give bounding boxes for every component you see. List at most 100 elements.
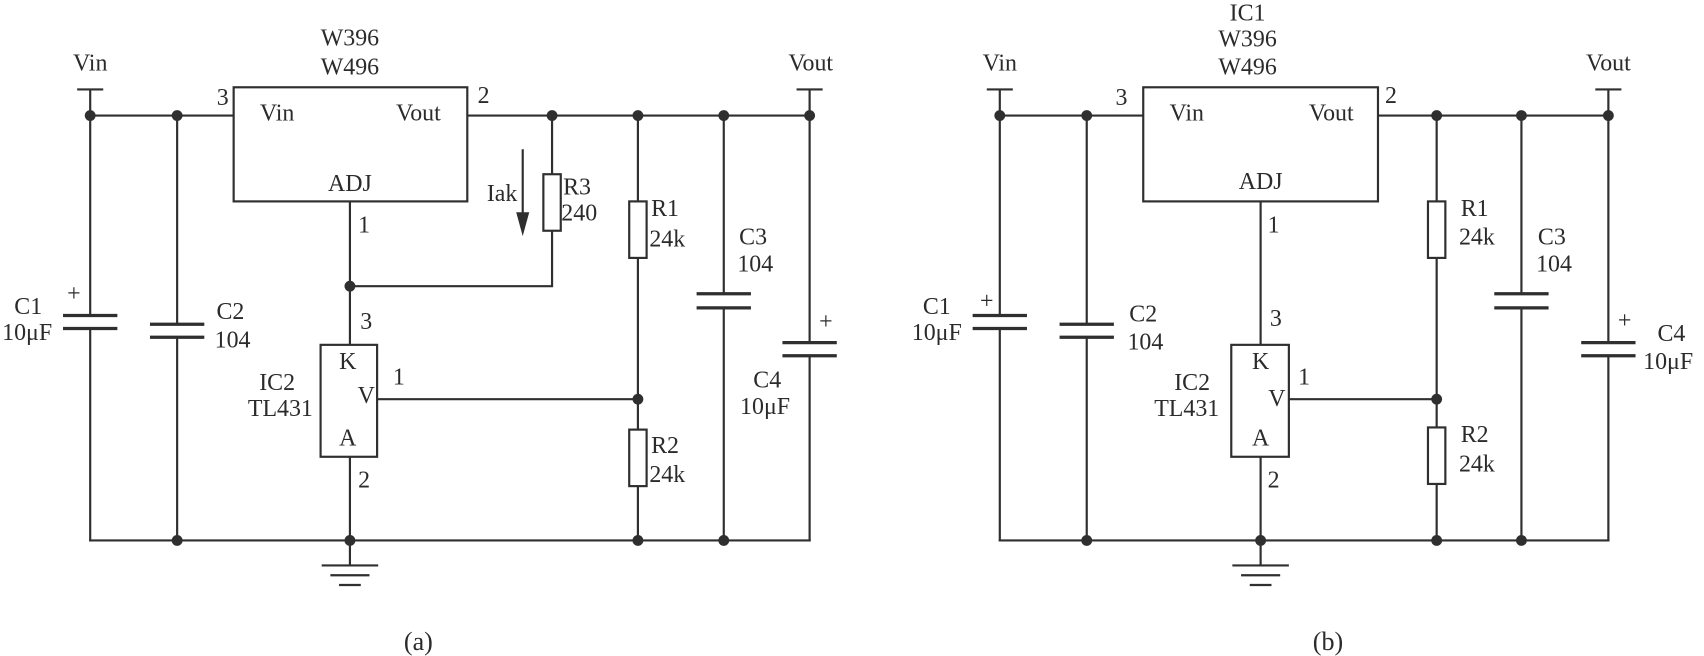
junction-dot — [1081, 535, 1093, 546]
ic1-pin-in-num: 3 — [217, 85, 229, 111]
ic1-part-line1: W396 — [321, 25, 379, 51]
ic1-part-line2: W496 — [1218, 55, 1276, 81]
ic1-name: IC1 — [1230, 0, 1266, 26]
c1-plates — [63, 313, 118, 331]
r2-value: 24k — [1459, 451, 1495, 477]
junction-dot — [344, 280, 356, 292]
ic2-pin-a-num: 2 — [358, 468, 370, 494]
c4-polarity: + — [819, 309, 832, 335]
junction-dot — [171, 110, 183, 121]
junction-dot — [171, 535, 183, 546]
r1-body — [628, 200, 648, 259]
ic2-name: IC2 — [1174, 370, 1210, 396]
junction-dot — [1515, 535, 1527, 546]
ic2-pin-k-label: K — [339, 349, 357, 375]
ic2-pin-k-num: 3 — [1270, 306, 1282, 332]
ic2-body — [1230, 343, 1290, 458]
iak-label: Iak — [487, 181, 518, 207]
ic2-body — [319, 343, 379, 458]
r1-value: 24k — [1459, 224, 1495, 250]
junction-dot — [1431, 393, 1443, 405]
junction-dot — [718, 110, 730, 121]
junction-dot — [84, 110, 96, 121]
ic2-name: IC2 — [259, 370, 295, 396]
c4-plates — [782, 341, 837, 358]
circuit-b: IC1 W396 W496 Vin Vout 3 2 Vin Vout ADJ … — [912, 0, 1693, 656]
ground-symbol — [321, 539, 379, 587]
c1-value: 10μF — [912, 320, 962, 346]
c4-value: 10μF — [1643, 349, 1693, 375]
c2-value: 104 — [215, 327, 251, 353]
c2-value: 104 — [1127, 330, 1163, 356]
ic1-pin-in-num: 3 — [1116, 85, 1128, 111]
ic1-pin-adj-num: 1 — [358, 212, 370, 238]
r3-value: 240 — [561, 200, 597, 226]
c4-polarity: + — [1618, 308, 1631, 334]
figure-caption-b: (b) — [1313, 627, 1343, 656]
c1-name: C1 — [14, 294, 42, 320]
ic1-pin-adj-label: ADJ — [1239, 169, 1283, 195]
r1-value: 24k — [649, 226, 685, 252]
junction-dot — [1515, 110, 1527, 121]
r1-name: R1 — [1461, 196, 1489, 222]
junction-dot — [546, 110, 558, 121]
ic2-pin-a-num: 2 — [1268, 468, 1280, 494]
c3-value: 104 — [737, 251, 773, 277]
junction-dot — [994, 110, 1006, 121]
c3-name: C3 — [739, 224, 767, 250]
junction-dots — [994, 110, 1614, 546]
ic1-body — [1142, 86, 1380, 203]
ic2-part: TL431 — [248, 396, 313, 422]
circuit-a: W396 W496 Vin Vout 3 2 Vin Vout ADJ 1 Ia… — [2, 25, 837, 656]
input-terminal-label: Vin — [983, 50, 1017, 76]
ic2-pin-a-label: A — [1252, 425, 1270, 451]
c3-plates — [696, 292, 751, 310]
ic2-part: TL431 — [1154, 396, 1219, 422]
junction-dot — [1431, 110, 1443, 121]
ic1-body — [232, 86, 469, 203]
junction-dot — [718, 535, 730, 546]
figure-caption-a: (a) — [404, 627, 433, 656]
ic1-pin-out-num: 2 — [1385, 83, 1397, 109]
junction-dot — [1255, 535, 1267, 546]
c1-value: 10μF — [2, 320, 52, 346]
r3-body — [542, 173, 562, 232]
ic1-part-line2: W496 — [321, 55, 379, 81]
ic1-pin-out-num: 2 — [478, 83, 490, 109]
c1-polarity: + — [67, 281, 80, 307]
junction-dot — [1081, 110, 1093, 121]
junction-dot — [632, 535, 644, 546]
ic2-pin-v-label: V — [1268, 386, 1285, 412]
junction-dot — [1431, 535, 1443, 546]
r1-body — [1426, 200, 1447, 259]
junction-dot — [1602, 110, 1614, 121]
ic2-pin-k-label: K — [1252, 349, 1270, 375]
c3-value: 104 — [1536, 251, 1572, 277]
junction-dot — [804, 110, 816, 121]
ic1-part-line1: W396 — [1218, 26, 1276, 52]
junction-dots — [84, 110, 816, 546]
r2-body — [1426, 426, 1447, 486]
ic1-pin-adj-num: 1 — [1268, 212, 1280, 238]
ic1-pin-out-label: Vout — [1309, 100, 1354, 126]
r2-value: 24k — [649, 462, 685, 488]
c2-plates — [149, 322, 205, 339]
junction-dot — [632, 393, 644, 405]
ic2-pin-k-num: 3 — [360, 309, 372, 335]
c4-plates — [1581, 341, 1636, 358]
c1-plates — [972, 313, 1027, 331]
junction-dot — [344, 535, 356, 546]
junction-dot — [632, 110, 644, 121]
output-terminal-label: Vout — [1586, 50, 1631, 76]
c4-value: 10μF — [740, 394, 790, 420]
ic1-pin-adj-label: ADJ — [328, 171, 372, 197]
ic2-pin-v-num: 1 — [1298, 364, 1310, 390]
r2-name: R2 — [1461, 422, 1489, 448]
c1-name: C1 — [923, 294, 951, 320]
ic2-pin-v-label: V — [358, 383, 375, 409]
r3-wire — [348, 114, 554, 288]
r3-name: R3 — [563, 174, 591, 200]
iak-arrow-head — [516, 212, 530, 237]
ic1-pin-out-label: Vout — [396, 100, 441, 126]
